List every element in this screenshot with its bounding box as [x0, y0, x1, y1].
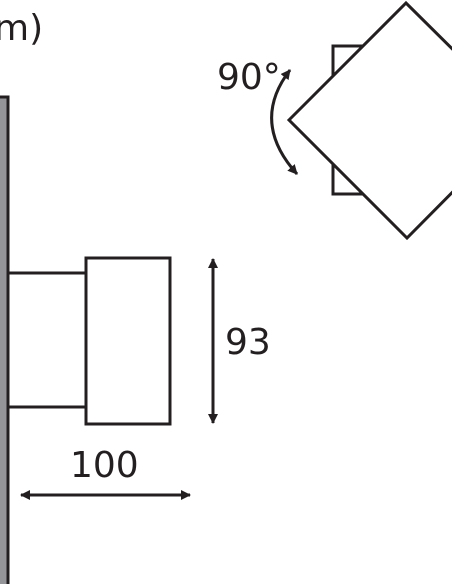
unit-label: m)	[0, 8, 43, 49]
rotation-angle-label: 90°	[217, 57, 281, 98]
depth-value: 100	[70, 445, 139, 486]
height-value: 93	[225, 322, 271, 363]
rotation-arrow	[270, 69, 299, 176]
rotated-head-detail: 90°	[217, 0, 452, 241]
lamp-neck	[6, 271, 88, 409]
lamp-head	[84, 256, 172, 426]
rotated-head-square	[286, 0, 452, 241]
